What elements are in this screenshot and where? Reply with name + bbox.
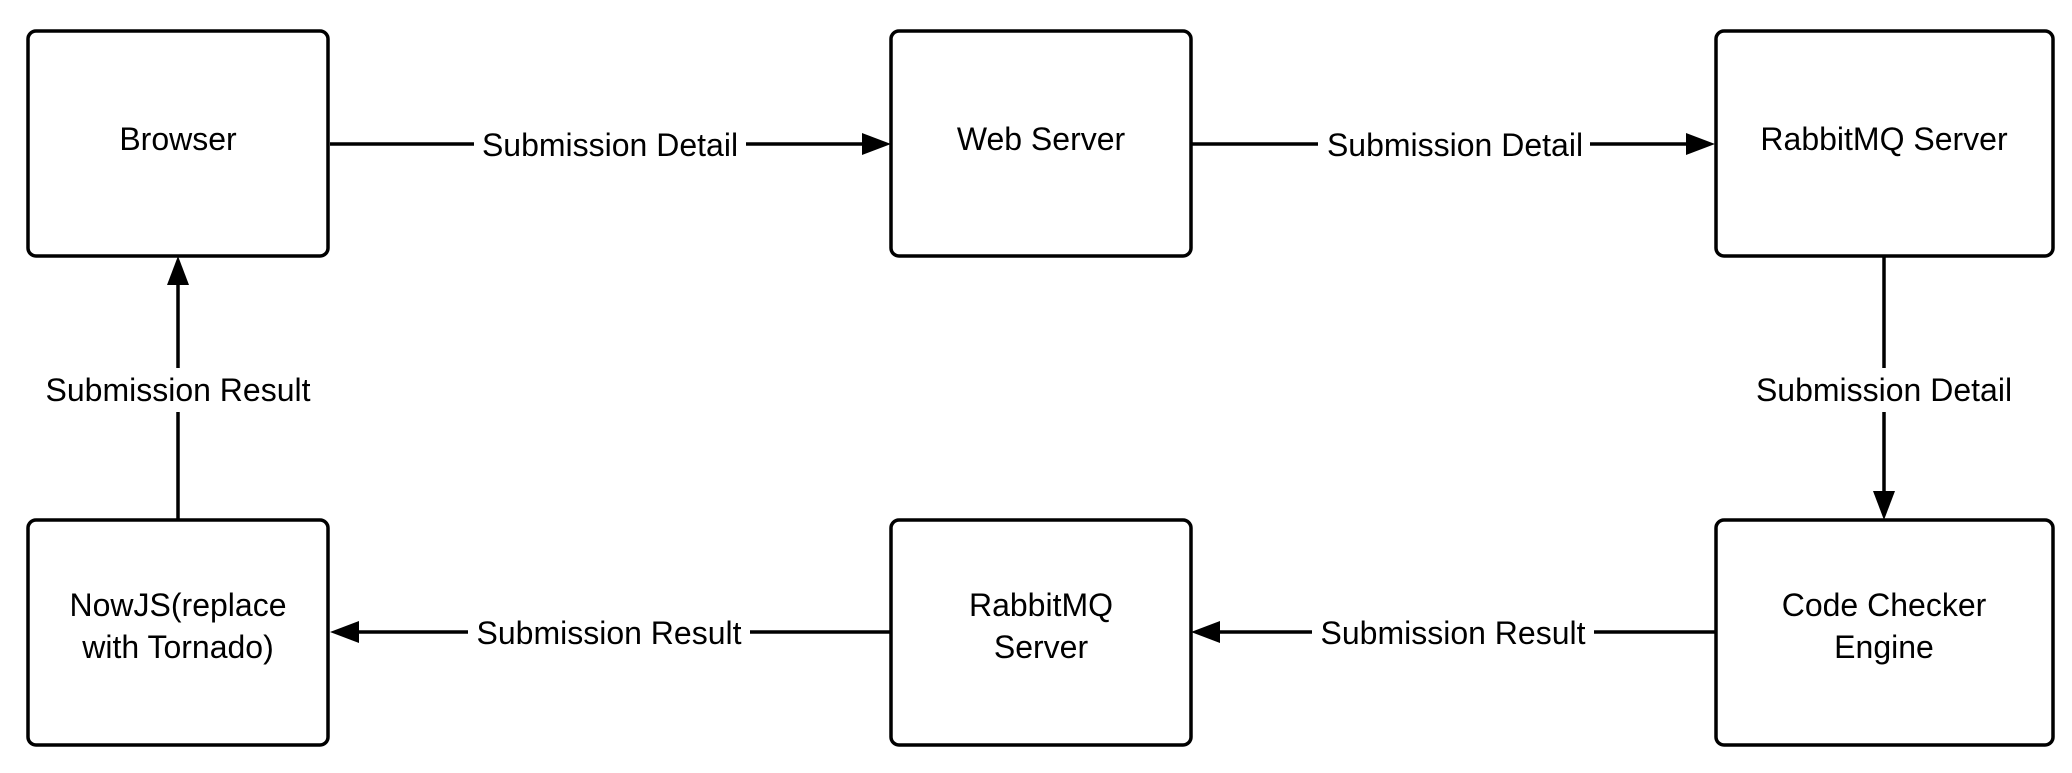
node-label: NowJS(replace (70, 587, 287, 623)
edge-label: Submission Result (1321, 615, 1586, 651)
node-label: Code Checker (1782, 587, 1987, 623)
node-label: Server (994, 629, 1089, 665)
arrowhead-icon (1191, 621, 1220, 643)
edge-web-server-to-rabbitmq: Submission Detail (1191, 122, 1715, 166)
edge-rabbitmq-to-nowjs: Submission Result (330, 610, 891, 654)
edge-nowjs-to-browser: Submission Result (36, 256, 320, 520)
arrowhead-icon (330, 621, 359, 643)
node-rabbitmq-server-bottom: RabbitMQ Server (889, 518, 1193, 747)
edge-label: Submission Detail (1327, 127, 1583, 163)
arrowhead-icon (167, 256, 189, 285)
node-label: Engine (1834, 629, 1934, 665)
edge-rabbitmq-to-code-checker: Submission Detail (1748, 256, 2020, 520)
arrowhead-icon (862, 133, 891, 155)
node-label: RabbitMQ (969, 587, 1113, 623)
node-rabbitmq-server-top: RabbitMQ Server (1714, 29, 2055, 258)
node-label: Web Server (957, 121, 1126, 157)
node-nowjs: NowJS(replace with Tornado) (26, 518, 330, 747)
node-browser: Browser (26, 29, 330, 258)
node-web-server: Web Server (889, 29, 1193, 258)
edge-browser-to-web-server: Submission Detail (330, 122, 891, 166)
arrowhead-icon (1686, 133, 1715, 155)
edge-label: Submission Detail (1756, 372, 2012, 408)
node-code-checker-engine: Code Checker Engine (1714, 518, 2055, 747)
edge-label: Submission Result (46, 372, 311, 408)
edge-label: Submission Result (477, 615, 742, 651)
node-label: Browser (119, 121, 237, 157)
edge-code-checker-to-rabbitmq: Submission Result (1191, 610, 1715, 654)
node-label: with Tornado) (81, 629, 274, 665)
edge-label: Submission Detail (482, 127, 738, 163)
node-label: RabbitMQ Server (1760, 121, 2008, 157)
arrowhead-icon (1873, 491, 1895, 520)
